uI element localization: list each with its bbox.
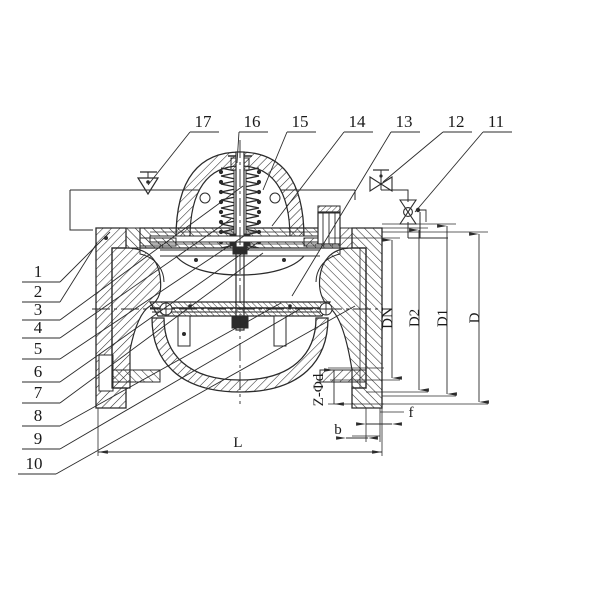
callout-leader <box>59 231 111 283</box>
callout-12: 12 <box>382 112 472 183</box>
callout-label: 6 <box>34 362 43 381</box>
dimension-label-f: f <box>409 405 414 421</box>
callout-label: 16 <box>244 112 261 131</box>
callout-label: 13 <box>396 112 413 131</box>
callout-label: 1 <box>34 262 43 281</box>
top-callout-group: 17 16 15 14 13 12 11 <box>147 112 512 297</box>
callout-leader <box>414 131 484 213</box>
callout-label: 5 <box>34 339 43 358</box>
callout-leader <box>59 233 248 360</box>
callout-label: 9 <box>34 429 43 448</box>
callout-leader <box>59 242 258 383</box>
callout-2: 2 <box>22 242 98 303</box>
callout-label: 10 <box>26 454 43 473</box>
callout-leader <box>59 242 98 303</box>
callout-label: 11 <box>488 112 504 131</box>
dimension-label-Z-Fd: Z-Φd <box>311 373 327 406</box>
seat-support-legs <box>177 315 287 347</box>
dimension-label-D: D <box>467 312 483 323</box>
callout-leader <box>262 131 288 191</box>
callout-11: 11 <box>414 112 512 213</box>
callout-14: 14 <box>271 112 373 227</box>
gate-valve-symbol <box>369 169 393 193</box>
dimension-label-L: L <box>233 435 242 451</box>
left-flange <box>95 227 127 409</box>
valve-body-bowl <box>151 317 329 393</box>
callout-17: 17 <box>147 112 219 186</box>
body-left-neck <box>111 247 165 389</box>
callout-label: 2 <box>34 282 43 301</box>
callout-leader <box>59 308 301 450</box>
body-left-shoulder <box>125 227 177 249</box>
callout-label: 4 <box>34 318 43 337</box>
callout-15: 15 <box>262 112 316 191</box>
callout-leader <box>59 218 232 339</box>
callout-16: 16 <box>236 112 268 164</box>
callout-label: 8 <box>34 406 43 425</box>
callout-leader <box>147 131 191 186</box>
callout-9: 9 <box>22 308 301 450</box>
callout-leader <box>291 131 392 297</box>
dimension-label-DN: DN <box>380 307 396 329</box>
callout-leader <box>59 252 264 404</box>
callout-13: 13 <box>291 112 420 297</box>
callout-leader <box>382 131 444 183</box>
callout-leader <box>55 305 356 475</box>
callout-8: 8 <box>22 302 282 427</box>
centerline-markers <box>159 302 333 316</box>
dimension-label-D1: D1 <box>435 309 451 327</box>
callout-leader <box>236 131 240 164</box>
valve-seat-plate <box>148 301 332 317</box>
callout-1: 1 <box>22 231 111 283</box>
callout-7: 7 <box>22 252 264 404</box>
callout-leader <box>271 131 345 227</box>
callout-label: 15 <box>292 112 309 131</box>
dimension-label-b: b <box>334 422 342 438</box>
callout-label: 14 <box>349 112 367 131</box>
callout-label: 17 <box>195 112 213 131</box>
callout-label: 12 <box>448 112 465 131</box>
callout-3: 3 <box>22 185 244 321</box>
callout-leader <box>59 185 244 321</box>
centerlines <box>92 140 392 404</box>
callout-label: 7 <box>34 383 43 402</box>
dimension-text-group: DN D2 D1 D Lb f Z-Φd <box>233 307 483 451</box>
callout-6: 6 <box>22 242 258 383</box>
filter-strainer-symbol <box>136 171 160 196</box>
callout-10: 10 <box>18 305 356 475</box>
dimension-label-D2: D2 <box>407 309 423 327</box>
side-fitting-bushing <box>317 205 341 245</box>
callout-label: 3 <box>34 300 43 319</box>
callout-4: 4 <box>22 218 232 339</box>
callout-leader <box>59 302 282 427</box>
dimension-lines <box>97 223 489 456</box>
callout-5: 5 <box>22 233 248 360</box>
